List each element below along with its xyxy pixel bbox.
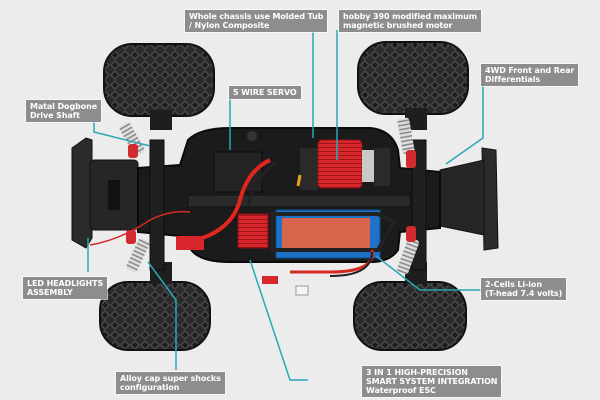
- callout-motor-line1: hobby 390 modified maximum: [343, 12, 477, 21]
- callout-motor: hobby 390 modified maximum magnetic brus…: [339, 10, 481, 32]
- callout-battery: 2-Cells Li-ion (T-head 7.4 volts): [481, 278, 567, 300]
- callout-motor-line2: magnetic brushed motor: [343, 21, 453, 30]
- battery-pack: [262, 209, 397, 296]
- callout-battery-line2: (T-head 7.4 volts): [485, 289, 563, 298]
- callout-headlights: LED HEADLIGHTS ASSEMBLY: [23, 277, 108, 299]
- callout-servo-line1: 5 WIRE SERVO: [233, 88, 297, 97]
- leader-lines: [87, 30, 486, 381]
- callout-chassis-line2: / Nylon Composite: [189, 21, 270, 30]
- callout-esc-line2: SMART SYSTEM INTEGRATION: [366, 377, 498, 386]
- callout-shocks: Alloy cap super shocks configuration: [116, 372, 225, 394]
- callout-headlights-line2: ASSEMBLY: [27, 288, 73, 297]
- brushed-motor: [300, 139, 390, 190]
- callout-dogbone-line1: Matal Dogbone: [30, 102, 98, 111]
- tire-front-right: [99, 281, 211, 351]
- esc: [176, 213, 269, 250]
- front-bumper: [71, 137, 139, 249]
- callout-esc-line1: 3 IN 1 HIGH-PRECISION: [366, 368, 468, 377]
- callout-dogbone: Matal Dogbone Drive Shaft: [26, 100, 102, 122]
- callout-chassis-line1: Whole chassis use Molded Tub: [189, 12, 324, 21]
- callout-battery-line1: 2-Cells Li-ion: [485, 280, 542, 289]
- callout-shocks-line1: Alloy cap super shocks: [120, 374, 221, 383]
- callout-shocks-line2: configuration: [120, 383, 180, 392]
- callout-esc: 3 IN 1 HIGH-PRECISION SMART SYSTEM INTEG…: [362, 366, 502, 397]
- tire-front-left: [103, 43, 215, 117]
- shocks: [119, 117, 419, 275]
- callout-dogbone-line2: Drive Shaft: [30, 111, 80, 120]
- callout-differentials: 4WD Front and Rear Differentials: [481, 64, 579, 86]
- callout-chassis: Whole chassis use Molded Tub / Nylon Com…: [185, 10, 328, 32]
- tire-rear-right: [353, 281, 467, 351]
- callout-esc-line3: Waterproof ESC: [366, 386, 436, 395]
- callout-differentials-line1: 4WD Front and Rear: [485, 66, 575, 75]
- callout-servo: 5 WIRE SERVO: [229, 86, 301, 99]
- callout-differentials-line2: Differentials: [485, 75, 541, 84]
- callout-headlights-line1: LED HEADLIGHTS: [27, 279, 104, 288]
- tire-rear-left: [357, 41, 469, 115]
- rear-bumper: [439, 147, 499, 251]
